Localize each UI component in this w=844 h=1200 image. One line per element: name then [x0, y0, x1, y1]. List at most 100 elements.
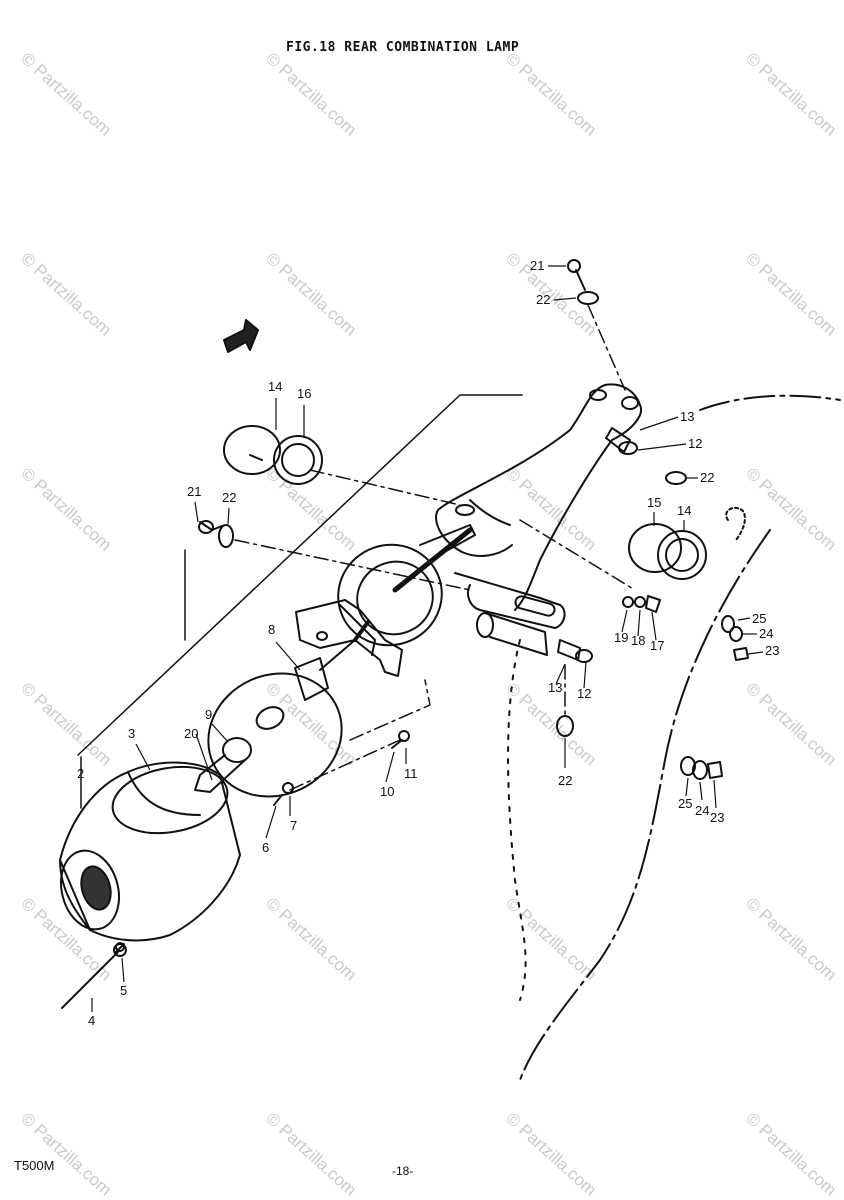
- callout-label: 25: [678, 796, 692, 811]
- callout-label: 20: [184, 726, 198, 741]
- page-number: -18-: [392, 1164, 414, 1178]
- figure-title: FIG.18 REAR COMBINATION LAMP: [286, 40, 520, 55]
- upper-washer-22: [665, 471, 687, 485]
- watermark-text: © Partzilla.com: [502, 464, 600, 555]
- watermark-text: © Partzilla.com: [502, 249, 600, 340]
- callout-label: 6: [262, 840, 269, 855]
- callout-label: 2: [77, 766, 84, 781]
- rear-fender-outline: [699, 394, 841, 411]
- callout-label: 22: [536, 292, 550, 307]
- callout-leader-line: [385, 751, 395, 783]
- callout-leader-line: [121, 957, 125, 983]
- callout-leader-line: [553, 297, 577, 301]
- watermark-text: © Partzilla.com: [502, 49, 600, 140]
- callout-leader-line: [651, 611, 657, 641]
- callout-label: 24: [695, 803, 709, 818]
- lamp-mount-plate: [337, 524, 476, 647]
- callout-label: 24: [759, 626, 773, 641]
- lower-stud-nut: [557, 639, 593, 663]
- watermark-text: © Partzilla.com: [742, 679, 840, 770]
- callout-label: 14: [677, 503, 691, 518]
- assembly-lines: [234, 304, 636, 791]
- right-reflector: [628, 523, 707, 580]
- fender-mark-icon: [725, 506, 746, 541]
- callout-leader-line: [275, 641, 301, 671]
- callout-leader-line: [265, 805, 277, 839]
- callout-label: 11: [404, 766, 418, 781]
- callout-leader-line: [637, 609, 641, 637]
- callout-label: 10: [380, 784, 394, 799]
- callout-label: 16: [297, 386, 311, 401]
- bulb-socket: [294, 620, 370, 701]
- callout-label: 8: [268, 622, 275, 637]
- callout-leader-line: [211, 723, 229, 743]
- callout-label: 17: [650, 638, 664, 653]
- callout-leader-line: [194, 501, 199, 523]
- watermark-text: © Partzilla.com: [742, 464, 840, 555]
- direction-arrow-icon: [223, 319, 259, 353]
- socket-bracket: [295, 599, 403, 677]
- rear-fender-edge: [519, 529, 771, 1081]
- left-bolt: [198, 520, 223, 534]
- callout-leader-line: [227, 507, 230, 525]
- callout-leader-line: [135, 743, 151, 771]
- callout-leader-line: [639, 416, 679, 431]
- callout-leader-line: [195, 733, 213, 781]
- top-washer: [577, 291, 599, 305]
- callout-label: 21: [187, 484, 201, 499]
- watermark-text: © Partzilla.com: [17, 464, 115, 555]
- callout-leader-line: [555, 663, 566, 685]
- callout-label: 21: [530, 258, 544, 273]
- callout-leader-line: [699, 781, 703, 801]
- rear-lamp-housing: [59, 761, 241, 942]
- watermark-text: © Partzilla.com: [502, 1109, 600, 1200]
- watermark-text: © Partzilla.com: [262, 894, 360, 985]
- wire-connector: [622, 595, 661, 613]
- lens-gasket: [111, 765, 229, 835]
- callout-label: 18: [631, 633, 645, 648]
- lamp-stay-bracket: [435, 383, 643, 656]
- assembly-bracket-line: [77, 394, 523, 756]
- callout-label: 23: [765, 643, 779, 658]
- watermark-text: © Partzilla.com: [262, 249, 360, 340]
- watermark-text: © Partzilla.com: [742, 249, 840, 340]
- left-washer: [218, 524, 234, 548]
- callout-leader-line: [621, 609, 628, 633]
- nut-5: [113, 943, 127, 957]
- small-screw-10: [391, 730, 410, 749]
- callout-leader-line: [713, 779, 717, 809]
- callout-label: 3: [128, 726, 135, 741]
- lower-washer-22: [556, 715, 574, 737]
- top-bolt: [567, 259, 586, 291]
- watermark-text: © Partzilla.com: [742, 894, 840, 985]
- watermark-text: © Partzilla.com: [17, 49, 115, 140]
- watermark-text: © Partzilla.com: [742, 1109, 840, 1200]
- callout-leader-line: [747, 651, 764, 655]
- left-reflector: [223, 425, 323, 485]
- callout-label: 23: [710, 810, 724, 825]
- watermark-layer: © Partzilla.com © Partzilla.com © Partzill…: [17, 49, 840, 1200]
- callout-label: 4: [88, 1013, 95, 1028]
- callout-leader-line: [685, 777, 689, 797]
- watermark-text: © Partzilla.com: [17, 679, 115, 770]
- watermark-text: © Partzilla.com: [502, 894, 600, 985]
- model-code: T500M: [14, 1158, 55, 1173]
- watermark-text: © Partzilla.com: [262, 49, 360, 140]
- callout-label: 14: [268, 379, 282, 394]
- watermark-text: © Partzilla.com: [17, 1109, 115, 1200]
- watermark-text: © Partzilla.com: [262, 679, 360, 770]
- callout-label: 22: [700, 470, 714, 485]
- fender-nut-set-upper: [721, 615, 749, 661]
- callout-label: 12: [577, 686, 591, 701]
- callout-leader-line: [637, 443, 687, 451]
- callout-label: 22: [558, 773, 572, 788]
- fender-nut-set-lower: [680, 756, 723, 780]
- callout-label: 12: [688, 436, 702, 451]
- watermark-text: © Partzilla.com: [742, 49, 840, 140]
- callout-label: 13: [680, 409, 694, 424]
- callout-label: 25: [752, 611, 766, 626]
- callout-label: 5: [120, 983, 127, 998]
- upper-stud-nut: [605, 427, 638, 455]
- watermark-text: © Partzilla.com: [262, 1109, 360, 1200]
